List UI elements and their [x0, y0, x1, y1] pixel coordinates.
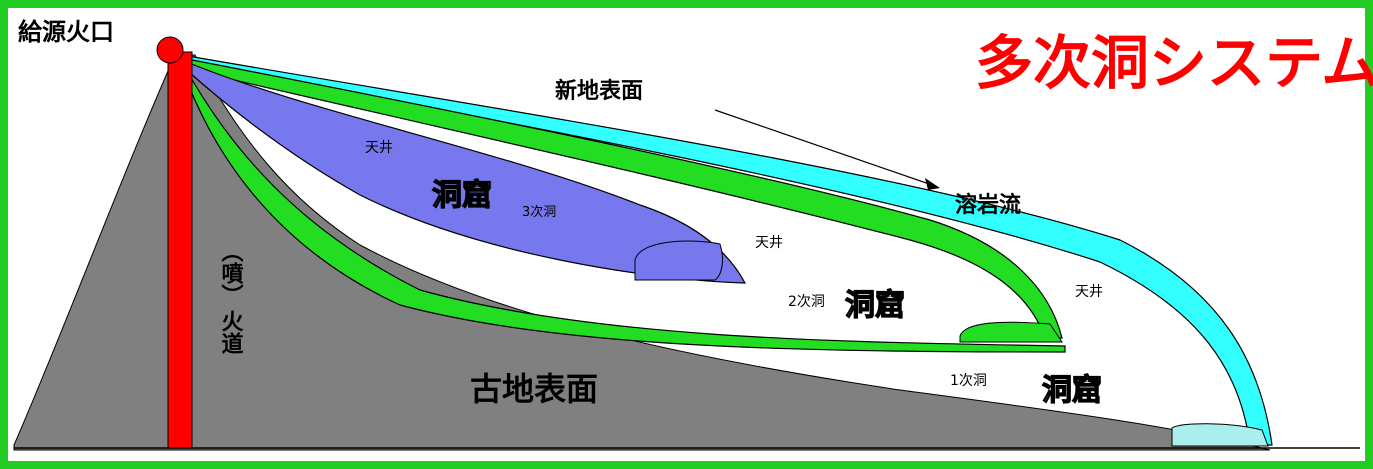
cave-label-1st: 洞窟: [1042, 373, 1102, 408]
vent-crater: [156, 36, 184, 64]
conduit-label-top: （噴）: [218, 240, 244, 306]
vent-label: 給源火口: [18, 18, 114, 46]
conduit-label-bottom: 火道: [218, 310, 244, 354]
cave-label-2nd: 洞窟: [845, 288, 905, 323]
cave-label-3rd: 洞窟: [432, 178, 492, 213]
diagram-title: 多次洞システム: [975, 29, 1373, 97]
conduit-bar: [167, 51, 193, 449]
old-surface-mass: [13, 54, 1271, 451]
old-surface-label: 古地表面: [470, 370, 598, 408]
new-surface-label: 新地表面: [555, 78, 643, 104]
cave-1st-tube: [1171, 423, 1269, 447]
arrow-line: [714, 109, 936, 187]
flow-3rd: [181, 59, 747, 284]
flow-2nd-lower: [181, 61, 1066, 353]
ceiling-label-1st: 天井: [1075, 284, 1103, 300]
order-label-1st: 1次洞: [950, 373, 987, 389]
cave-3rd-tube: [634, 240, 723, 281]
order-label-2nd: 2次洞: [788, 294, 825, 310]
lava-flow-label: 溶岩流: [955, 192, 1021, 218]
cave-2nd-tube: [959, 321, 1063, 343]
ceiling-label-3rd: 天井: [365, 140, 393, 156]
order-label-3rd: 3次洞: [522, 204, 556, 220]
ceiling-label-2nd: 天井: [755, 235, 783, 251]
arrow-head: [925, 178, 940, 190]
